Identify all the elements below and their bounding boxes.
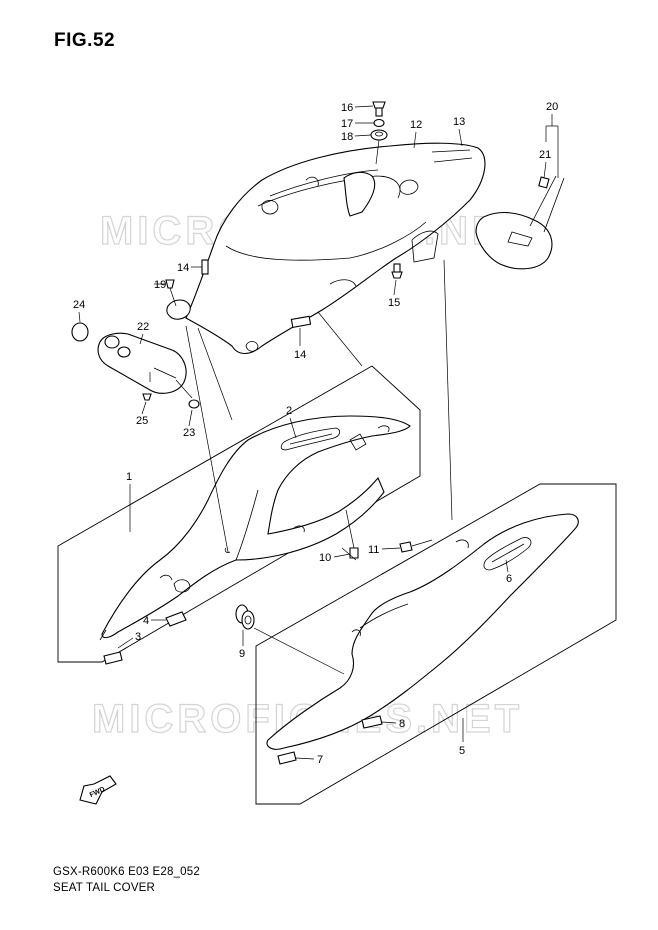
- side-cover-right: [266, 513, 579, 750]
- pads-3-4: [103, 611, 187, 665]
- diagram-name: SEAT TAIL COVER: [53, 882, 156, 894]
- clip-pads-14: [201, 259, 312, 328]
- callout-6: 6: [506, 573, 512, 585]
- callout-10: 10: [319, 552, 331, 564]
- forward-direction-arrow: FWD: [79, 775, 117, 805]
- callout-16: 16: [341, 102, 353, 114]
- callout-3: 3: [135, 631, 141, 643]
- callout-17: 17: [341, 118, 353, 130]
- callout-8: 8: [399, 718, 405, 730]
- callout-15: 15: [388, 297, 400, 309]
- callout-11: 11: [368, 544, 379, 556]
- callout-12: 12: [410, 119, 422, 131]
- callout-21: 21: [539, 149, 551, 161]
- seat-tail-cowl-upper: [166, 142, 486, 355]
- callout-2: 2: [286, 405, 292, 417]
- diagram-code: GSX-R600K6 E03 E28_052: [53, 866, 200, 878]
- callout-19: 19: [154, 279, 166, 291]
- callouts: 1 2 3 4 5 6 7 8 9 10 11 12 13: [73, 101, 559, 766]
- callout-1: 1: [126, 471, 132, 483]
- side-cover-left: [99, 415, 411, 641]
- assembly-guide-lines: [185, 259, 453, 675]
- rear-bracket-22: [71, 322, 200, 409]
- callout-20: 20: [546, 101, 558, 113]
- callout-18: 18: [341, 131, 353, 143]
- callout-23: 23: [183, 427, 195, 439]
- assembly-box-5: [255, 483, 617, 805]
- callout-13: 13: [453, 116, 465, 128]
- callout-22: 22: [137, 321, 149, 333]
- callout-4: 4: [143, 615, 149, 627]
- callout-9: 9: [239, 648, 245, 660]
- callout-25: 25: [136, 415, 148, 427]
- callout-14-a: 14: [177, 262, 189, 274]
- figure-title: FIG.52: [54, 30, 116, 51]
- fastener-10: [345, 509, 359, 559]
- callout-5: 5: [459, 745, 465, 757]
- small-parts-7-8-9-11: [235, 541, 413, 765]
- screws-upper: [165, 263, 403, 307]
- assembly-box-1: [57, 365, 421, 663]
- seat-tail-bracket: [475, 175, 565, 270]
- callout-14-b: 14: [294, 349, 306, 361]
- bolt-grommet-stack: [370, 101, 388, 165]
- callout-24: 24: [73, 299, 85, 311]
- callout-7: 7: [317, 754, 323, 766]
